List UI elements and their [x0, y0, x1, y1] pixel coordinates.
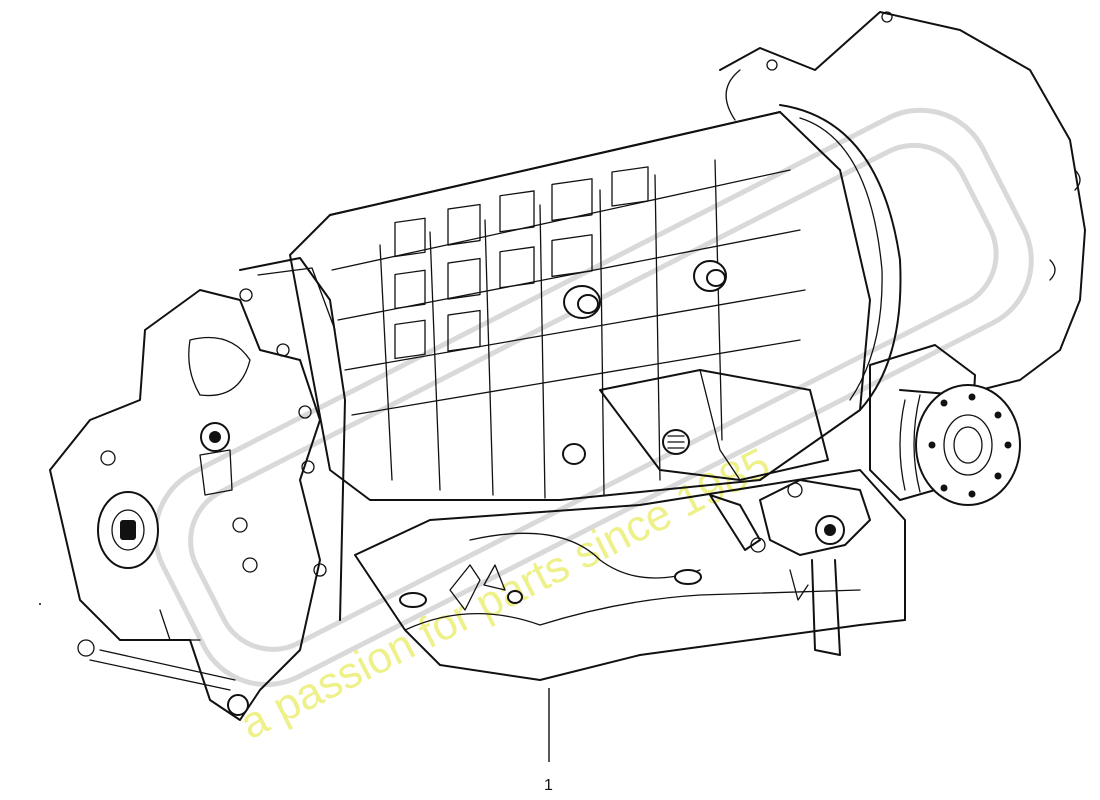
oil-pan — [354, 469, 906, 681]
extension-housing — [49, 289, 321, 721]
selector-lever — [709, 479, 871, 656]
main-case — [289, 111, 871, 501]
watermark: a passion for parts since 1985 — [152, 107, 1034, 749]
valve-housing — [599, 369, 829, 481]
rear-flange — [239, 257, 346, 621]
callout-1: 1 — [544, 688, 553, 794]
stray-dot — [39, 603, 41, 605]
watermark-logo — [152, 107, 1034, 688]
callout-number: 1 — [544, 777, 553, 794]
watermark-tagline: a passion for parts since 1985 — [232, 439, 777, 749]
bell-housing — [719, 11, 1086, 411]
output-flange — [869, 344, 1021, 506]
